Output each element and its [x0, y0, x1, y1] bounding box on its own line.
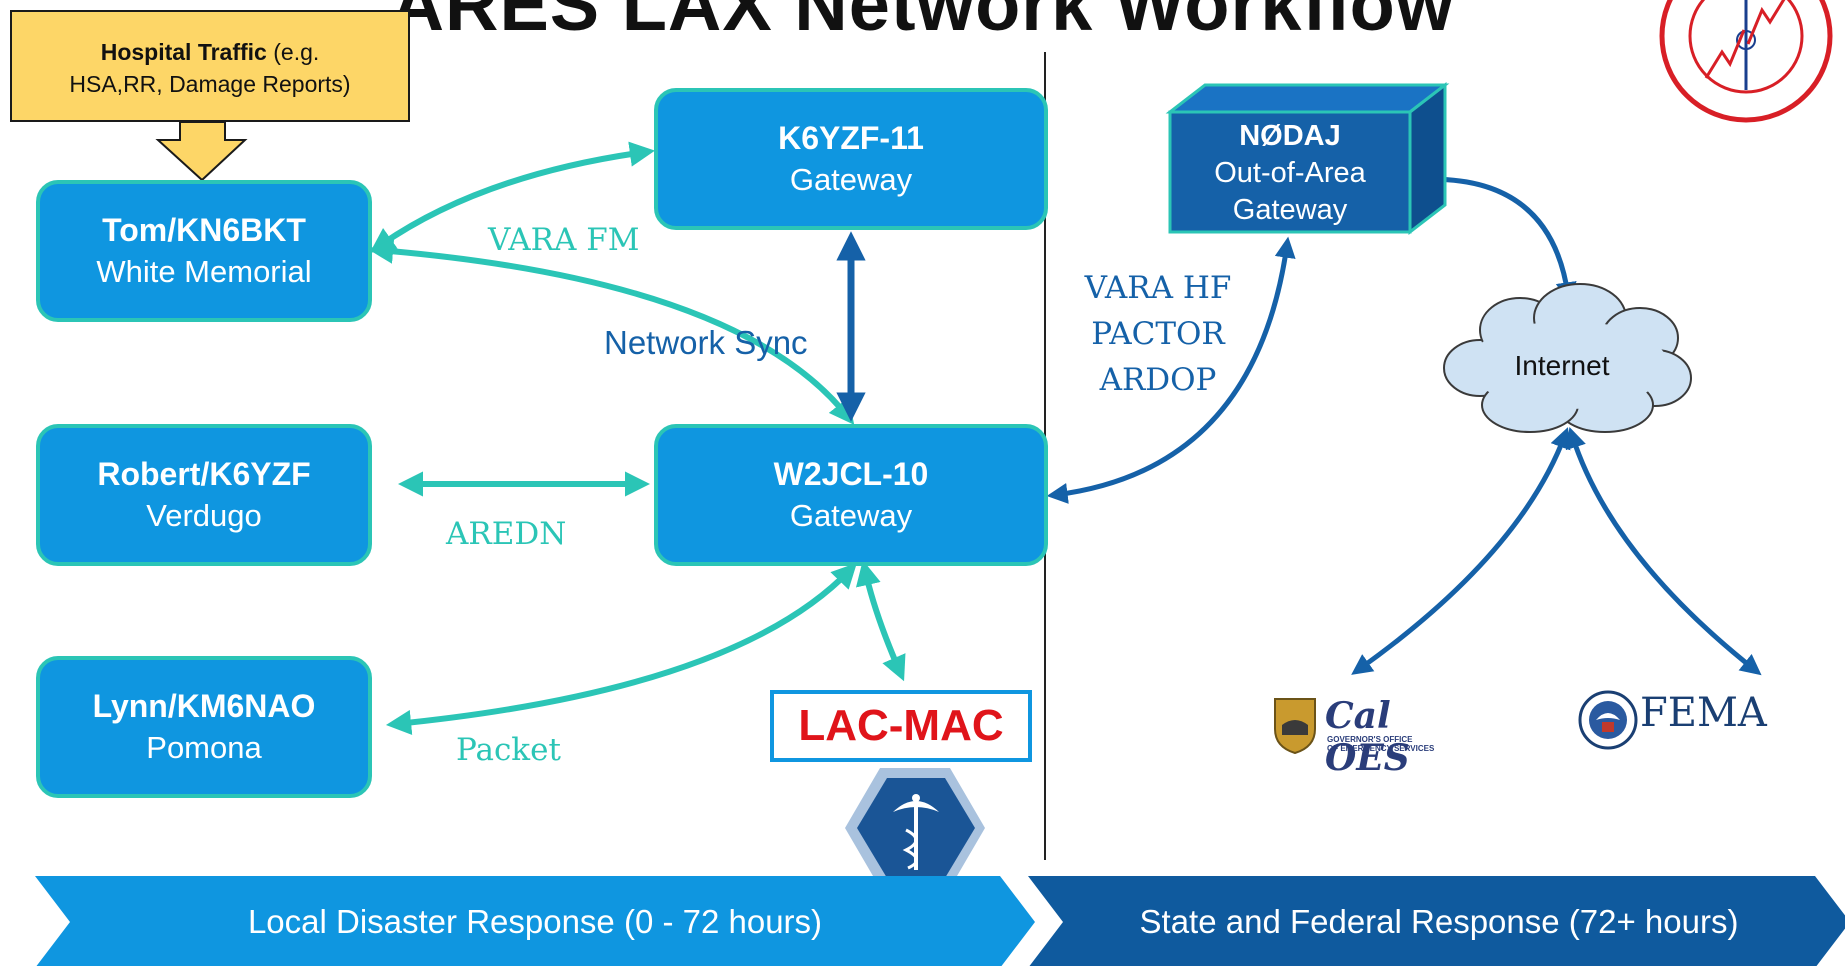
callout-rest: (e.g. [266, 39, 320, 65]
n0daj-cube-top [1165, 83, 1450, 114]
label-ardop: ARDOP [1099, 362, 1217, 398]
ares-logo [1659, 0, 1833, 123]
banner-local-shape [35, 876, 1035, 966]
caloes-name: Cal OES [1325, 695, 1410, 779]
internet-fema-link [1565, 426, 1762, 676]
packet-link [385, 562, 857, 736]
node-robert-k6yzf[interactable]: Robert/K6YZF Verdugo [36, 424, 372, 566]
n0daj-cube-side [1408, 81, 1447, 236]
fema-wordmark: FEMA [1640, 690, 1767, 736]
banner-local-response: Local Disaster Response (0 - 72 hours) [247, 903, 823, 940]
node-k6yzf11-role: Gateway [789, 162, 913, 197]
label-packet: Packet [456, 732, 561, 768]
node-lynn-km6nao[interactable]: Lynn/KM6NAO Pomona [36, 656, 372, 798]
node-tom-kn6bkt[interactable]: Tom/KN6BKT White Memorial [36, 180, 372, 322]
hf-link [1046, 236, 1296, 504]
label-aredn: AREDN [446, 516, 567, 552]
label-vara-fm: VARA FM [488, 222, 640, 258]
caloes-logo: Cal OES GOVERNOR'S OFFICE OF EMERGENCY S… [1270, 695, 1450, 779]
label-pactor: PACTOR [1091, 316, 1225, 352]
diagram-title: ARES LAX Network Workflow [390, 0, 1455, 46]
callout-arrow [155, 121, 248, 182]
node-robert-callsign: Robert/K6YZF [97, 456, 311, 492]
caloes-sub1: GOVERNOR'S OFFICE [1327, 735, 1413, 744]
label-network-sync: Network Sync [604, 324, 808, 361]
internet-caloes-link [1351, 427, 1571, 675]
node-lynn-site: Pomona [146, 730, 262, 765]
banner-state-shape [1028, 876, 1845, 966]
hospital-traffic-callout: Hospital Traffic (e.g. HSA,RR, Damage Re… [10, 10, 410, 122]
n0daj-role-line1: Out-of-Area [1214, 157, 1366, 189]
node-w2jcl10-callsign: W2JCL-10 [773, 456, 929, 492]
node-k6yzf-11-gateway[interactable]: K6YZF-11 Gateway [654, 88, 1048, 230]
node-w2jcl10-role: Gateway [789, 498, 913, 533]
vara-fm-link-k6yzf11 [369, 141, 655, 253]
node-tom-site: White Memorial [96, 254, 312, 289]
callout-line2: HSA,RR, Damage Reports) [69, 71, 351, 97]
callout-bold: Hospital Traffic [100, 39, 267, 65]
node-w2jcl-10-gateway[interactable]: W2JCL-10 Gateway [654, 424, 1048, 566]
label-vara-hf: VARA HF [1084, 270, 1232, 306]
lacmac-medical-logo [845, 768, 985, 888]
internet-label: Internet [1514, 350, 1610, 381]
node-robert-site: Verdugo [146, 498, 262, 533]
n0daj-role-line2: Gateway [1232, 194, 1348, 226]
banner-state-federal-response: State and Federal Response (72+ hours) [1139, 903, 1739, 940]
caloes-seal-icon [1274, 698, 1316, 755]
caloes-sub2: OF EMERGENCY SERVICES [1327, 744, 1435, 753]
lacmac-box: LAC-MAC [770, 690, 1032, 762]
n0daj-gateway[interactable]: NØDAJ Out-of-Area Gateway [1172, 118, 1408, 229]
node-tom-callsign: Tom/KN6BKT [102, 212, 306, 248]
vara-fm-link-w2jcl10 [367, 238, 855, 425]
node-k6yzf11-callsign: K6YZF-11 [778, 120, 924, 156]
dhs-seal-icon [1578, 690, 1638, 750]
lacmac-link [855, 560, 906, 682]
n0daj-cube-front [1168, 110, 1412, 234]
node-lynn-callsign: Lynn/KM6NAO [92, 688, 316, 724]
n0daj-callsign: NØDAJ [1239, 120, 1341, 152]
